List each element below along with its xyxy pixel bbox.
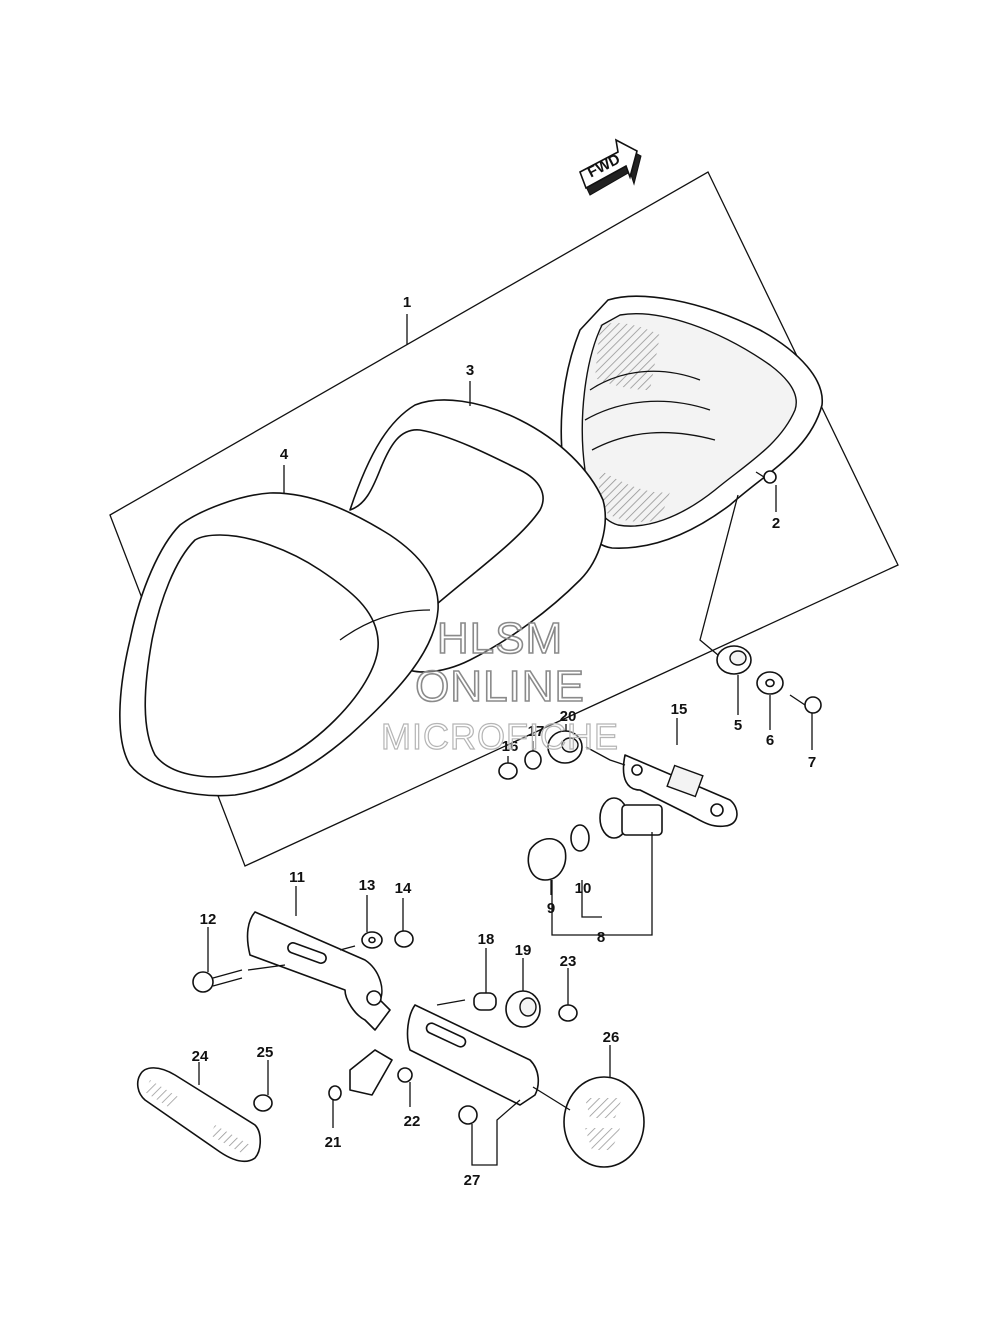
callout-20: 20 (560, 708, 577, 725)
callout-9: 9 (547, 900, 555, 917)
callout-22: 22 (404, 1113, 421, 1130)
part-bracket-lower (349, 1004, 540, 1106)
part-lamp-cover (119, 492, 439, 797)
callout-2: 2 (772, 515, 780, 532)
leader-lines (198, 314, 813, 1166)
callout-21: 21 (325, 1134, 342, 1151)
callout-14: 14 (395, 880, 412, 897)
callout-10: 10 (575, 880, 592, 897)
part-plate-15 (622, 754, 738, 828)
part-nut-23 (558, 1004, 578, 1022)
callout-18: 18 (478, 931, 495, 948)
part-bulb-10 (570, 824, 590, 852)
part-reflector-24 (136, 1067, 262, 1163)
part-nut-25 (253, 1094, 273, 1112)
callout-4: 4 (280, 446, 289, 463)
part-bulb-9 (527, 837, 567, 881)
callout-labels: 1 2 3 4 5 6 7 8 9 10 11 12 13 14 15 16 1… (192, 294, 817, 1189)
callout-16: 16 (502, 738, 519, 755)
part-screw-2 (755, 470, 777, 484)
part-nut-14 (394, 930, 414, 948)
part-washer-6 (756, 671, 784, 695)
callout-26: 26 (603, 1029, 620, 1046)
part-washer-13 (361, 931, 383, 949)
callout-15: 15 (671, 701, 688, 718)
callout-12: 12 (200, 911, 217, 928)
callout-13: 13 (359, 877, 376, 894)
callout-6: 6 (766, 732, 774, 749)
part-bolt-22 (397, 1067, 413, 1083)
callout-17: 17 (528, 723, 545, 740)
part-bolt-12 (192, 969, 243, 993)
callout-25: 25 (257, 1044, 274, 1061)
part-bracket-11 (246, 911, 391, 1031)
part-grommet-19 (505, 990, 541, 1028)
callout-1: 1 (403, 294, 411, 311)
part-tail-lamp-housing (560, 295, 823, 549)
callout-5: 5 (734, 717, 742, 734)
callout-8: 8 (597, 929, 605, 946)
part-lens-seal (349, 399, 607, 673)
part-grommet-5 (716, 645, 752, 675)
part-screw-7 (789, 694, 822, 714)
fwd-arrow-icon: FWD (579, 138, 642, 196)
part-grommet-20 (547, 730, 583, 764)
callout-7: 7 (808, 754, 816, 771)
callout-24: 24 (192, 1048, 209, 1065)
part-socket-8 (599, 797, 663, 839)
callout-11: 11 (289, 869, 305, 886)
callout-27: 27 (464, 1172, 481, 1189)
part-nut-27 (458, 1105, 478, 1125)
part-collar-18 (473, 992, 497, 1011)
callout-23: 23 (560, 953, 577, 970)
callout-3: 3 (466, 362, 474, 379)
part-bolt-21 (328, 1085, 342, 1101)
part-nut-16 (498, 762, 518, 780)
callout-19: 19 (515, 942, 532, 959)
part-reflector-26 (563, 1076, 645, 1168)
part-collar-17 (524, 750, 542, 770)
